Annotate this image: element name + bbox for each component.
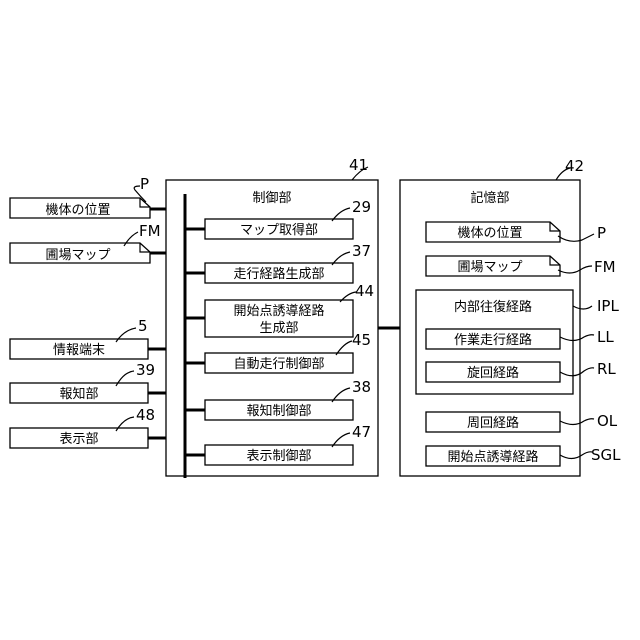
input-display-ref: 48 [136, 406, 155, 424]
storage-circuit-route: 周回経路 OL [426, 412, 618, 432]
input-info-terminal-ref: 5 [138, 317, 148, 335]
control-unit-ref: 41 [349, 156, 368, 174]
block-guidance-route-generation-line2: 生成部 [259, 321, 298, 336]
block-guidance-route-generation-ref: 44 [355, 282, 374, 300]
storage-start-guidance-route: 開始点誘導経路 SGL [426, 446, 621, 466]
storage-field-map-ref: FM [594, 258, 616, 276]
input-info-terminal: 情報端末 5 [10, 317, 148, 359]
storage-work-route-ref: LL [597, 328, 614, 346]
block-notification-control-label: 報知制御部 [246, 403, 311, 419]
input-notification-label: 報知部 [59, 386, 98, 402]
storage-unit-ref: 42 [565, 157, 584, 175]
storage-internal-route-title: 内部往復経路 [454, 299, 532, 315]
block-display-control-label: 表示制御部 [246, 449, 311, 464]
block-auto-travel-control-ref: 45 [352, 331, 371, 349]
block-notification-control-ref: 38 [352, 378, 371, 396]
storage-field-map-label: 圃場マップ [457, 260, 522, 275]
storage-circuit-route-ref: OL [597, 412, 618, 430]
input-machine-position-ref: P [140, 175, 149, 193]
block-map-acquisition-ref: 29 [352, 198, 371, 216]
block-guidance-route-generation-line1: 開始点誘導経路 [233, 303, 324, 319]
block-route-generation-label: 走行経路生成部 [233, 266, 324, 282]
input-field-map-label: 圃場マップ [45, 248, 110, 263]
storage-unit-title: 記憶部 [470, 190, 509, 206]
storage-work-route-label: 作業走行経路 [454, 332, 532, 348]
input-machine-position-label: 機体の位置 [45, 203, 110, 218]
block-route-generation-ref: 37 [352, 242, 371, 260]
input-notification-ref: 39 [136, 361, 155, 379]
storage-field-map: 圃場マップ FM [426, 256, 616, 276]
storage-start-guidance-route-ref: SGL [591, 446, 621, 464]
input-machine-position: 機体の位置 P [10, 175, 150, 218]
storage-work-route: 作業走行経路 LL [426, 328, 614, 349]
storage-circuit-route-label: 周回経路 [467, 415, 519, 431]
storage-machine-position-label: 機体の位置 [457, 226, 522, 241]
block-auto-travel-control-label: 自動走行制御部 [233, 357, 324, 372]
input-field-map-ref: FM [139, 222, 161, 240]
storage-turn-route-ref: RL [597, 360, 616, 378]
block-display-control-ref: 47 [352, 423, 371, 441]
storage-internal-route: 内部往復経路 IPL 作業走行経路 LL 旋回経路 RL [416, 290, 619, 394]
input-field-map: 圃場マップ FM [10, 222, 161, 263]
storage-internal-route-ref: IPL [597, 297, 619, 315]
input-notification: 報知部 39 [10, 361, 155, 403]
storage-start-guidance-route-label: 開始点誘導経路 [447, 449, 538, 465]
storage-turn-route: 旋回経路 RL [426, 360, 616, 382]
storage-turn-route-label: 旋回経路 [467, 365, 519, 381]
input-display: 表示部 48 [10, 406, 155, 448]
input-info-terminal-label: 情報端末 [53, 343, 105, 358]
input-display-label: 表示部 [59, 432, 98, 447]
control-unit-title: 制御部 [252, 191, 291, 206]
storage-machine-position-ref: P [597, 224, 606, 242]
block-map-acquisition-label: マップ取得部 [240, 222, 318, 238]
